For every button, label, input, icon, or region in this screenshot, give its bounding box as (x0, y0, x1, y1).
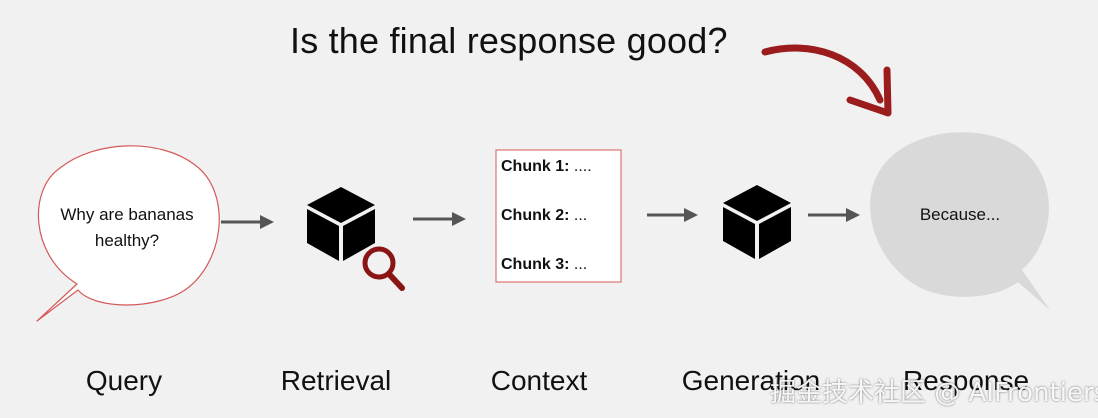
query-bubble (36, 145, 220, 322)
response-text: Because... (919, 205, 1001, 224)
curved-arrow-icon (761, 44, 892, 117)
chunk-label: Chunk 3: (501, 256, 570, 273)
stage-label-generation: Generation (681, 365, 821, 396)
arrow-right-icon (647, 208, 698, 222)
chunk-label: Chunk 2: (501, 207, 570, 224)
query-text: Why are bananas healthy? (60, 205, 194, 250)
arrow-right-icon (413, 212, 466, 226)
arrow-right-icon (808, 208, 860, 222)
diagram-title: Is the final response good? (290, 20, 728, 61)
chunk-suffix: .... (573, 158, 592, 175)
arrow-right-icon (221, 215, 274, 229)
stage-label-query: Query (85, 365, 163, 396)
chunk-suffix: ... (573, 256, 588, 273)
watermark: 掘金技术社区 @ AIFrontiers (770, 378, 1098, 408)
chunk-suffix: ... (573, 207, 588, 224)
context-box (495, 149, 622, 283)
magnifier-icon (362, 246, 405, 291)
stage-label-retrieval: Retrieval (280, 365, 392, 396)
stage-label-response: Response (902, 365, 1030, 396)
chunk-label: Chunk 1: (501, 158, 570, 175)
context-chunk: Chunk 1: .... (501, 158, 592, 176)
stage-label-context: Context (490, 365, 588, 396)
context-chunk: Chunk 3: ... (501, 256, 587, 274)
cube-icon (307, 187, 375, 261)
cube-icon (723, 185, 791, 259)
response-bubble (870, 132, 1050, 310)
context-chunk: Chunk 2: ... (501, 207, 587, 225)
